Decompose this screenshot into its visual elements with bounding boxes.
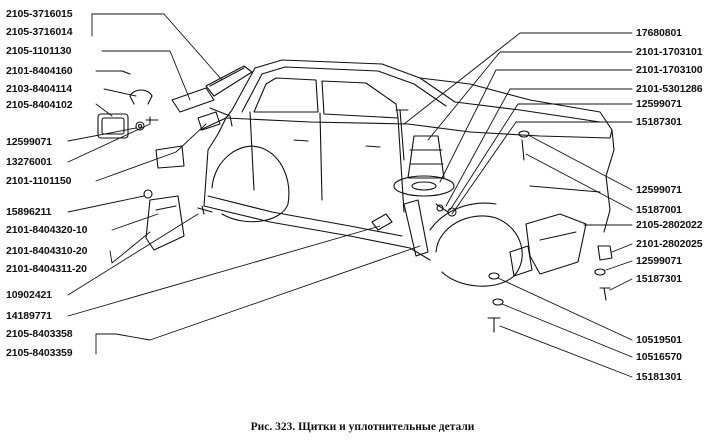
part-label: 12599071 bbox=[636, 98, 682, 110]
part-label: 15187301 bbox=[636, 116, 682, 128]
part-label: 2101-5301286 bbox=[636, 83, 703, 95]
part-label: 2101-1703101 bbox=[636, 46, 703, 58]
part-label: 12599071 bbox=[6, 136, 52, 148]
part-label: 2101-2802025 bbox=[636, 238, 703, 250]
part-label: 12599071 bbox=[636, 184, 682, 196]
part-label: 2105-8403358 bbox=[6, 328, 73, 340]
left-parts bbox=[97, 65, 393, 251]
left-leaders bbox=[67, 13, 421, 355]
part-label: 10519501 bbox=[636, 334, 682, 346]
right-parts bbox=[393, 109, 613, 333]
part-label: 2101-1703100 bbox=[636, 64, 703, 76]
part-label: 10516570 bbox=[636, 351, 682, 363]
part-label: 2105-2802022 bbox=[636, 219, 703, 231]
part-label: 13276001 bbox=[6, 156, 52, 168]
part-label: 2101-8404311-20 bbox=[6, 263, 87, 275]
part-label: 14189771 bbox=[6, 310, 52, 322]
part-label: 2101-8404310-20 bbox=[6, 245, 88, 257]
part-label: 15187301 bbox=[636, 273, 682, 285]
part-label: 2101-8404320-10 bbox=[6, 224, 88, 236]
part-label: 15181301 bbox=[636, 371, 682, 383]
part-label: 2105-8404102 bbox=[6, 99, 73, 111]
part-label: 17680801 bbox=[636, 27, 682, 39]
part-label: 10902421 bbox=[6, 289, 52, 301]
figure-caption: Рис. 323. Щитки и уплотнительные детали bbox=[250, 421, 475, 433]
part-label: 2105-3716014 bbox=[6, 26, 73, 38]
part-label: 2101-1101150 bbox=[6, 175, 72, 187]
part-label: 15187001 bbox=[636, 204, 682, 216]
part-label: 2101-8404160 bbox=[6, 65, 73, 77]
part-label: 2105-3716015 bbox=[6, 8, 73, 20]
part-label: 2103-8404114 bbox=[6, 83, 72, 95]
part-label: 2105-1101130 bbox=[6, 45, 72, 57]
car-body bbox=[199, 59, 615, 287]
part-label: 2105-8403359 bbox=[6, 347, 73, 359]
part-label: 12599071 bbox=[636, 255, 682, 267]
part-label: 15896211 bbox=[6, 206, 52, 218]
right-leaders bbox=[403, 32, 633, 378]
